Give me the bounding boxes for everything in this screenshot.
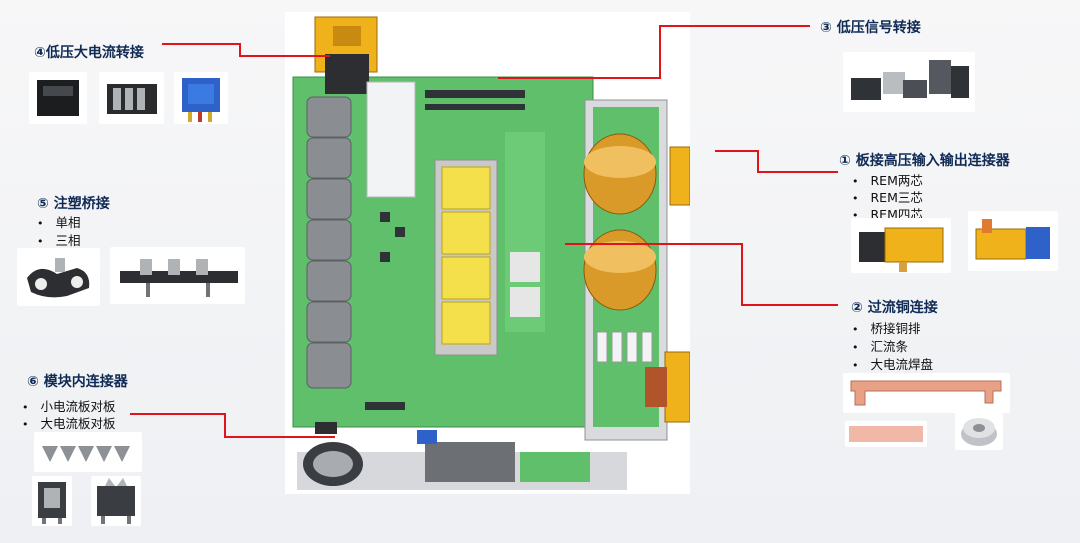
high-current-pad-photo (955, 410, 1003, 450)
label-low-voltage-signal-adapter: ③ 低压信号转接 (820, 20, 921, 36)
bullet-large-current-b2b: 大电流板对板 (22, 413, 116, 432)
large-current-b2b-photo-1 (32, 476, 72, 526)
busbar-photo (845, 421, 927, 447)
connector-photo-2 (99, 72, 164, 124)
label-overcurrent-copper-connection: ② 过流铜连接 (851, 300, 938, 316)
rem-connector-photo-1 (851, 218, 951, 273)
low-voltage-signal-connector-image (843, 52, 975, 112)
connector-photo-3 (174, 72, 228, 124)
power-module-assembly-image (285, 12, 690, 494)
bullet-rem-two-pin: REM两芯 (852, 170, 923, 189)
three-phase-bridge-photo (110, 247, 245, 304)
bullet-busbar: 汇流条 (852, 336, 909, 355)
label-in-module-connector: ⑥ 模块内连接器 (27, 374, 128, 390)
bullet-bridge-copper-bar: 桥接铜排 (852, 318, 921, 337)
rem-connector-photo-2 (968, 211, 1058, 271)
label-low-voltage-high-current-adapter: ④低压大电流转接 (34, 45, 144, 61)
bullet-three-phase: 三相 (37, 230, 81, 249)
large-current-b2b-photo-2 (91, 476, 141, 526)
small-current-b2b-photo (34, 432, 142, 472)
label-board-high-voltage-io-connector: ① 板接高压输入输出连接器 (839, 153, 1010, 169)
bullet-single-phase: 单相 (37, 212, 81, 231)
bullet-high-current-pad: 大电流焊盘 (852, 354, 934, 373)
bullet-rem-three-pin: REM三芯 (852, 187, 923, 206)
bullet-small-current-b2b: 小电流板对板 (22, 396, 116, 415)
connector-photo-1 (29, 72, 87, 124)
label-injection-molded-bridge: ⑤ 注塑桥接 (37, 196, 110, 212)
copper-bar-photo (843, 373, 1010, 413)
single-phase-bridge-photo (17, 248, 100, 306)
